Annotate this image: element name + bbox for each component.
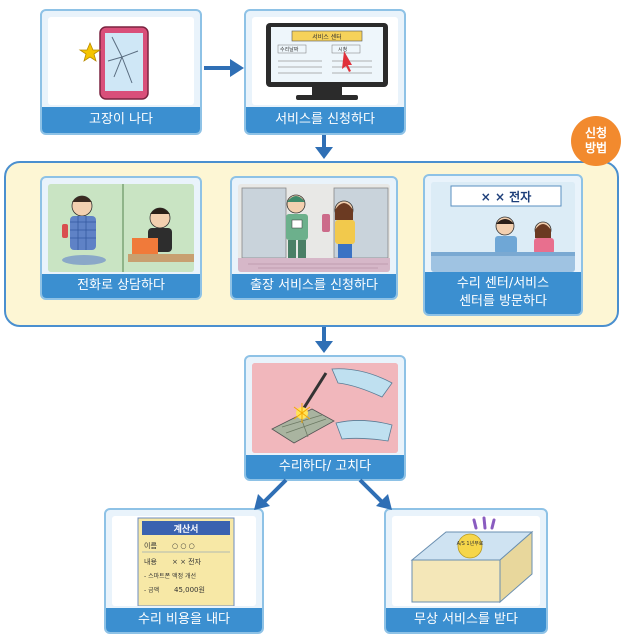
screen-form-title: 서비스 센터 [312,33,342,41]
card-breakdown: 고장이 나다 [40,9,202,135]
caption-phone-consult: 전화로 상담하다 [42,274,200,298]
caption-onsite-service: 출장 서비스를 신청하다 [232,274,396,298]
badge-line1: 신청 [584,126,608,140]
caption-visit-center-line2: 센터를 방문하다 [459,294,547,309]
box-illustration: A/S 1년무료 [392,516,540,606]
bill-title: 계산서 [174,523,199,535]
card-onsite-service: 출장 서비스를 신청하다 [230,176,398,300]
arrow-down-right-icon [358,478,392,510]
box-sticker-label: A/S 1년무료 [457,540,484,547]
card-apply-service: 서비스 센터 수리날짜 시청 서비스를 신청하다 [244,9,406,135]
repair-center-illustration: × × 전자 [431,182,575,272]
card-pay-cost: 계산서 이름 ○ ○ ○ 내용 × × 전자 - 스마트폰 액정 개선 - 금액… [104,508,264,634]
arrow-right-icon [204,59,244,77]
bill-amount-label: - 금액 [144,587,159,594]
caption-apply-service: 서비스를 신청하다 [246,107,404,133]
bill-content-value: × × 전자 [172,557,202,566]
bill-item: - 스마트폰 액정 개선 [144,572,196,580]
card-free-service: A/S 1년무료 무상 서비스를 받다 [384,508,548,634]
center-sign: × × 전자 [481,189,532,204]
badge-line2: 방법 [584,141,608,155]
bill-content-label: 내용 [144,557,157,566]
arrow-down-icon [315,327,333,353]
phone-consult-illustration [48,184,194,272]
arrow-down-left-icon [254,478,288,510]
screen-field-2: 시청 [338,47,347,53]
caption-breakdown: 고장이 나다 [42,107,200,133]
caption-repair: 수리하다/ 고치다 [246,455,404,479]
caption-visit-center-line1: 수리 센터/서비스 [456,276,550,292]
card-phone-consult: 전화로 상담하다 [40,176,202,300]
screen-field-1: 수리날짜 [280,46,299,53]
card-repair: 수리하다/ 고치다 [244,355,406,481]
arrow-down-icon [315,135,333,159]
bill-name-value: ○ ○ ○ [172,542,195,550]
bill-illustration: 계산서 이름 ○ ○ ○ 내용 × × 전자 - 스마트폰 액정 개선 - 금액… [112,516,256,606]
onsite-service-illustration [238,184,390,272]
bill-amount-value: 45,000원 [174,585,205,594]
bill-name-label: 이름 [144,541,157,550]
repair-illustration [252,363,398,453]
caption-pay-cost: 수리 비용을 내다 [106,608,262,632]
caption-free-service: 무상 서비스를 받다 [386,608,546,632]
computer-application-illustration: 서비스 센터 수리날짜 시청 [252,17,398,105]
broken-phone-illustration [48,17,194,105]
